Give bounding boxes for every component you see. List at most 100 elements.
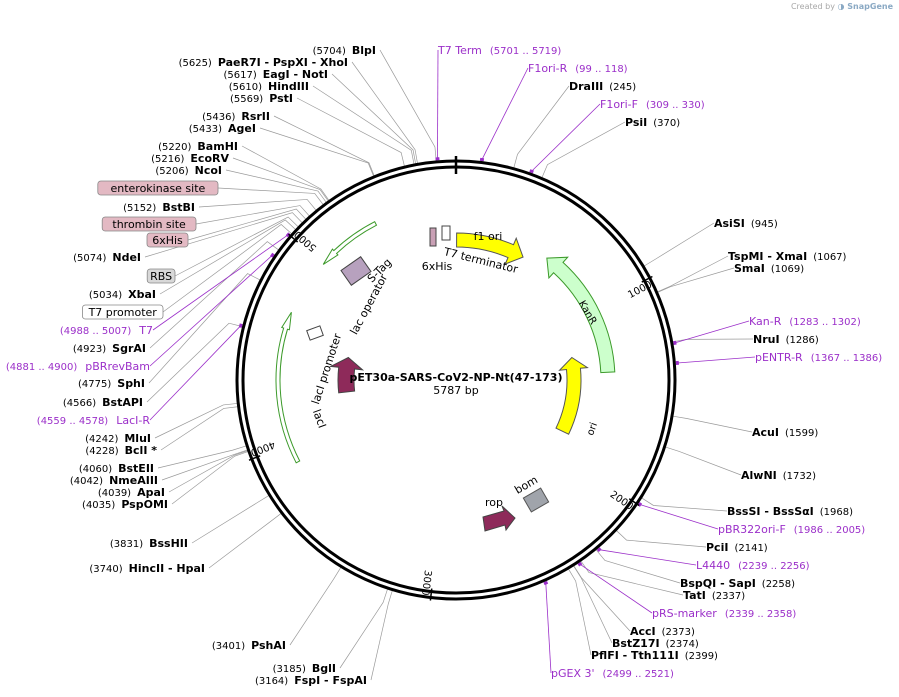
enzyme-hindiii: (5610)HindIII xyxy=(229,80,309,93)
primer-pbr322ori-f-label: pBR322ori-F(1986 .. 2005) xyxy=(718,523,865,536)
enzyme-pspomi-name: PspOMI xyxy=(121,498,168,511)
primer-pgex-3-leader xyxy=(545,583,552,674)
feature-bom xyxy=(522,487,550,513)
enzyme-draiii-position: (245) xyxy=(609,82,636,93)
enzyme-bsshii-position: (3831) xyxy=(110,539,143,550)
enzyme-asisi-name: AsiSI xyxy=(714,217,745,230)
primer-prs-marker: pRS-marker(2339 .. 2358) xyxy=(652,607,796,620)
enzyme-xbai-name: XbaI xyxy=(128,288,156,301)
enzyme-alwni-label: AlwNI(1732) xyxy=(741,469,816,482)
enzyme-xbai-position: (5034) xyxy=(89,290,122,301)
enzyme-nmeaiii-label: (4042)NmeAIII xyxy=(70,474,158,487)
enzyme-bgli-name: BglI xyxy=(312,662,336,675)
primer-f1ori-r-label: F1ori-R(99 .. 118) xyxy=(528,62,628,75)
primer-pbrrevbam-range: (4881 .. 4900) xyxy=(6,362,78,373)
enzyme-tspmi-xmai-position: (1067) xyxy=(813,252,846,263)
enzyme-bspqi-sapi-label: BspQI - SapI(2258) xyxy=(680,577,795,590)
enzyme-bgli: (3185)BglI xyxy=(273,662,336,675)
enzyme-apai-leader xyxy=(168,450,248,493)
primer-prs-marker-leader xyxy=(579,563,653,614)
primer-laci-r-range: (4559 .. 4578) xyxy=(37,416,109,427)
enzyme-bsshii-name: BssHII xyxy=(149,537,188,550)
feature-label-thrombin-site-box xyxy=(101,216,197,232)
primer-prs-marker-label: pRS-marker(2339 .. 2358) xyxy=(652,607,796,620)
feature-ori xyxy=(555,356,589,435)
primer-f1ori-r: F1ori-R(99 .. 118) xyxy=(528,62,628,75)
enzyme-asisi-position: (945) xyxy=(751,219,778,230)
enzyme-ncoi-label: (5206)NcoI xyxy=(155,164,222,177)
enzyme-paer7i-pspxi-xhoi-leader xyxy=(351,61,418,164)
enzyme-mlui-position: (4242) xyxy=(85,434,118,445)
enzyme-pspomi: (4035)PspOMI xyxy=(82,498,168,511)
enzyme-rsrii-label: (5436)RsrII xyxy=(202,110,270,123)
site-labels: DraIII(245)PsiI(370)AsiSI(945)TspMI - Xm… xyxy=(6,44,882,687)
enzyme-draiii-name: DraIII xyxy=(569,80,603,93)
enzyme-bamhi-leader xyxy=(241,145,330,201)
enzyme-bcli-leader xyxy=(160,406,238,451)
enzyme-bstbi-name: BstBI xyxy=(162,201,195,214)
tick-1000 xyxy=(641,275,653,283)
primer-l4440-range: (2239 .. 2256) xyxy=(738,561,810,572)
feature-label-rbs-text: RBS xyxy=(150,270,172,283)
enzyme-bstbi: (5152)BstBI xyxy=(123,201,195,214)
enzyme-paer7i-pspxi-xhoi-position: (5625) xyxy=(179,58,212,69)
primer-prs-marker-site xyxy=(577,561,583,567)
feature-rop xyxy=(482,505,516,532)
enzyme-hincii-hpai-position: (3740) xyxy=(89,564,122,575)
enzyme-bstapi-name: BstAPI xyxy=(102,396,143,409)
enzyme-bstbi-leader xyxy=(198,199,317,211)
enzyme-psti-label: (5569)PstI xyxy=(230,92,293,105)
enzyme-nmeaiii-leader xyxy=(161,449,248,481)
enzyme-bsteii-label: (4060)BstEII xyxy=(79,462,154,475)
enzyme-bsteii: (4060)BstEII xyxy=(79,462,154,475)
enzyme-hindiii-leader xyxy=(312,85,415,165)
primer-t7: (4988 .. 5007)T7 xyxy=(60,324,153,337)
enzyme-nrui: NruI(1286) xyxy=(753,333,819,346)
enzyme-nrui-leader xyxy=(672,338,754,343)
enzyme-bsssi-bsss-i-position: (1968) xyxy=(820,507,853,518)
enzyme-bsteii-leader xyxy=(157,445,247,469)
primer-f1ori-f-name: F1ori-F xyxy=(600,98,638,111)
enzyme-apai-name: ApaI xyxy=(137,486,165,499)
enzyme-ncoi: (5206)NcoI xyxy=(155,164,222,177)
enzyme-agei-label: (5433)AgeI xyxy=(189,122,256,135)
enzyme-fspi-fspai: (3164)FspI - FspAI xyxy=(255,674,367,687)
tick-label-1000: 1000 xyxy=(626,279,654,301)
primer-l4440-site xyxy=(596,547,602,553)
enzyme-ecorv: (5216)EcoRV xyxy=(151,152,229,165)
enzyme-ndei-name: NdeI xyxy=(112,251,141,264)
enzyme-bamhi: (5220)BamHI xyxy=(158,140,238,153)
enzyme-pflfi-tth111i-name: PflFI - Tth111I xyxy=(591,649,679,662)
enzyme-bstbi-label: (5152)BstBI xyxy=(123,201,195,214)
feature-label-thrombin-site: thrombin site xyxy=(101,216,197,232)
enzyme-pcii-label: PciI(2141) xyxy=(706,541,768,554)
primer-pbr322ori-f-name: pBR322ori-F xyxy=(718,523,786,536)
enzyme-alwni-name: AlwNI xyxy=(741,469,777,482)
primer-kan-r-name: Kan-R xyxy=(749,315,782,328)
primer-pentr-r-leader xyxy=(677,356,756,364)
enzyme-hindiii-label: (5610)HindIII xyxy=(229,80,309,93)
enzyme-acui-leader xyxy=(672,415,753,433)
enzyme-asisi: AsiSI (945) xyxy=(714,217,778,230)
enzyme-paer7i-pspxi-xhoi: (5625)PaeR7I - PspXI - XhoI xyxy=(179,56,348,69)
enzyme-bsssi-bsss-i-leader xyxy=(641,497,728,512)
feature-kanr xyxy=(546,256,616,374)
enzyme-tspmi-xmai-leader xyxy=(657,255,729,293)
primer-f1ori-f-range: (309 .. 330) xyxy=(646,100,705,111)
primer-laci-r-label: (4559 .. 4578)LacI-R xyxy=(37,414,151,427)
enzyme-bamhi-name: BamHI xyxy=(197,140,238,153)
enzyme-ecorv-name: EcoRV xyxy=(190,152,229,165)
enzyme-sgrai-label: (4923)SgrAI xyxy=(73,342,146,355)
enzyme-psii: PsiI(370) xyxy=(625,116,680,129)
primer-pentr-r-name: pENTR-R xyxy=(755,351,803,364)
primer-t7-leader xyxy=(152,234,289,331)
primer-t7-name: T7 xyxy=(138,324,153,337)
enzyme-pflfi-tth111i-label: PflFI - Tth111I(2399) xyxy=(591,649,718,662)
enzyme-mlui-label: (4242)MluI xyxy=(85,432,151,445)
enzyme-sgrai-name: SgrAI xyxy=(112,342,146,355)
enzyme-sphi-name: SphI xyxy=(117,377,145,390)
feature-label-rbs: RBS xyxy=(146,268,176,284)
enzyme-bstapi: (4566)BstAPI xyxy=(63,396,143,409)
enzyme-pflfi-tth111i-leader xyxy=(568,568,592,656)
enzyme-sphi: (4775)SphI xyxy=(78,377,145,390)
